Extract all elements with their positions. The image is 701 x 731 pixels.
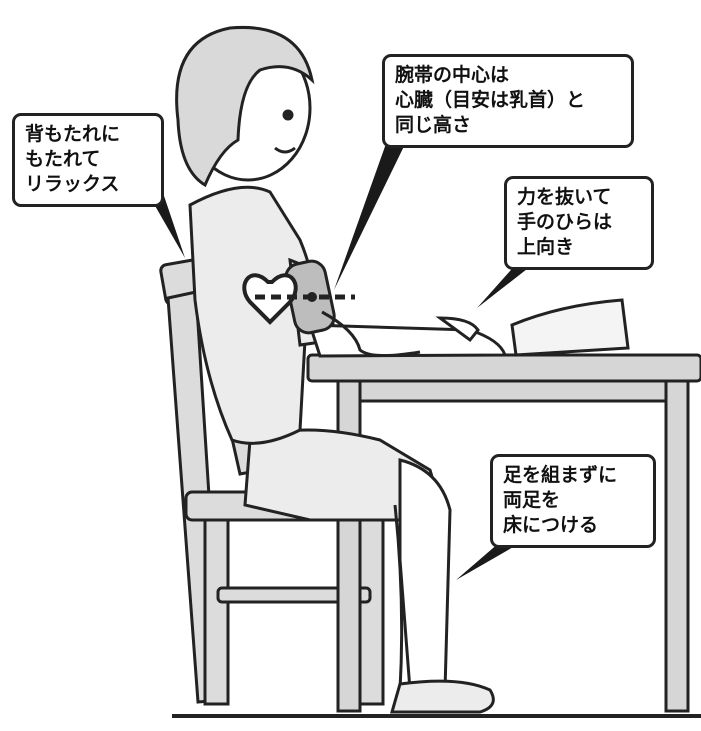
callout-feet-line-3: 床につける — [503, 514, 599, 536]
heart-icon — [242, 273, 298, 325]
callout-relax-line-2: もたれて — [25, 148, 101, 170]
callout-palm-up: 力を抜いて 手のひらは 上向き — [504, 176, 654, 270]
callout-feet-line-2: 両足を — [503, 489, 561, 511]
cuff-tube — [321, 310, 421, 357]
callout-feet-line-1: 足を組まずに — [503, 464, 618, 486]
pointer-cuff — [334, 138, 408, 290]
pointer-feet — [456, 542, 522, 580]
callout-relax-line-1: 背もたれに — [25, 123, 121, 145]
callout-palm-line-3: 上向き — [517, 236, 575, 258]
callout-cuff-line-2: 心臓（目安は乳首）と — [395, 89, 586, 111]
person-legs — [243, 428, 495, 714]
person-shirt — [188, 185, 316, 445]
callout-relax-line-3: リラックス — [25, 173, 120, 195]
callout-palm-line-1: 力を抜いて — [517, 186, 612, 208]
heart-level-marker — [242, 273, 355, 325]
callout-relax: 背もたれに もたれて リラックス — [12, 113, 164, 207]
callout-cuff-height: 腕帯の中心は 心臓（目安は乳首）と 同じ高さ — [382, 54, 634, 148]
pointer-relax — [146, 190, 185, 258]
callout-pointers — [146, 138, 536, 580]
blood-pressure-monitor — [510, 298, 630, 357]
callout-palm-line-2: 手のひらは — [517, 211, 613, 233]
callout-feet-on-floor: 足を組まずに 両足を 床につける — [490, 454, 656, 548]
pointer-palm — [477, 262, 536, 308]
person-head — [175, 25, 315, 188]
callout-cuff-line-3: 同じ高さ — [395, 114, 472, 136]
callout-cuff-line-1: 腕帯の中心は — [395, 64, 510, 86]
